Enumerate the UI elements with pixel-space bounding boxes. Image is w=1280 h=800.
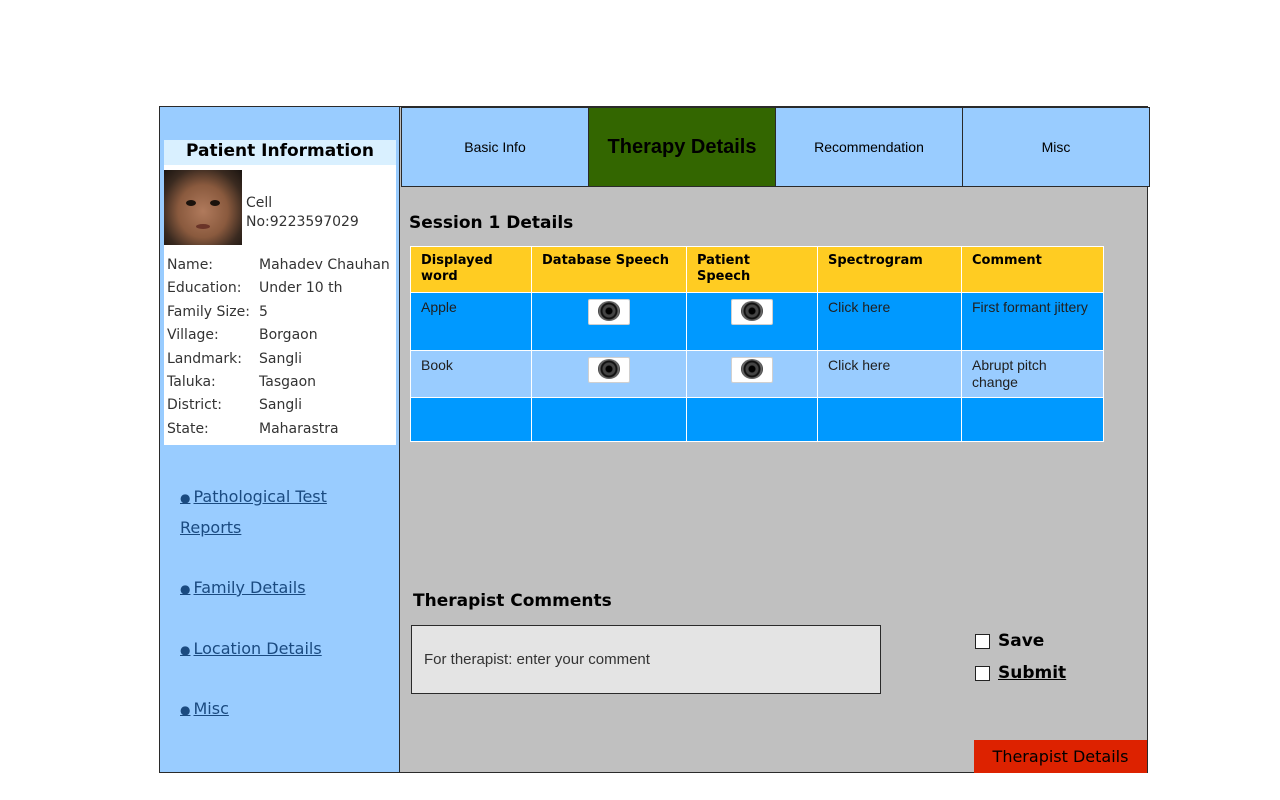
cell-empty — [817, 397, 962, 442]
info-label: Family Size: — [167, 304, 250, 320]
save-checkbox[interactable] — [975, 633, 990, 649]
cell-comment: First formant jittery — [961, 292, 1104, 351]
cell-displayed-word: Apple — [410, 292, 532, 351]
bullet-icon: ● — [180, 582, 191, 596]
therapist-comments-title: Therapist Comments — [413, 591, 612, 611]
table-row: Apple Click here First formant jittery — [410, 292, 1104, 351]
bullet-icon: ● — [180, 491, 191, 505]
col-header-database-speech: Database Speech — [531, 246, 687, 293]
info-row-education: Education: Under 10 th — [167, 280, 342, 296]
table-header-row: Displayed word Database Speech Patient S… — [410, 246, 1104, 293]
tab-therapy-details[interactable]: Therapy Details — [588, 107, 776, 187]
info-row-district: District: Sangli — [167, 397, 302, 413]
speaker-icon[interactable] — [731, 299, 773, 325]
info-value: Sangli — [259, 397, 303, 413]
submit-label: Submit — [998, 663, 1067, 683]
photo-eye-left — [186, 200, 196, 206]
cell-database-speech — [531, 292, 687, 351]
photo-eye-right — [210, 200, 220, 206]
table-row-empty — [410, 397, 1104, 442]
info-value: Tasgaon — [259, 374, 317, 390]
col-header-spectrogram: Spectrogram — [817, 246, 962, 293]
info-row-taluka: Taluka: Tasgaon — [167, 374, 316, 390]
speaker-icon[interactable] — [588, 299, 630, 325]
col-header-patient-speech: Patient Speech — [686, 246, 818, 293]
photo-mouth — [196, 224, 210, 229]
submit-checkbox[interactable] — [975, 665, 990, 681]
info-row-name: Name: Mahadev Chauhan — [167, 257, 390, 273]
patient-cell-number: Cell No:9223597029 — [246, 195, 359, 230]
info-value: Under 10 th — [259, 280, 343, 296]
info-row-state: State: Maharastra — [167, 421, 339, 437]
info-row-family-size: Family Size: 5 — [167, 304, 268, 320]
sidebar-link-misc[interactable]: ●Misc — [180, 699, 229, 718]
cell-patient-speech — [686, 350, 818, 398]
bullet-icon: ● — [180, 703, 191, 717]
table-row: Book Click here Abrupt pitch change — [410, 350, 1104, 398]
save-checkbox-row[interactable]: Save — [975, 631, 1044, 651]
tab-misc[interactable]: Misc — [962, 107, 1150, 187]
col-header-comment: Comment — [961, 246, 1104, 293]
patient-card-title: Patient Information — [164, 140, 396, 165]
patient-info-card: Patient Information Cell No:9223597029 N… — [164, 140, 396, 445]
info-value: Borgaon — [259, 327, 318, 343]
cell-spectrogram: Click here — [817, 292, 962, 351]
cell-database-speech — [531, 350, 687, 398]
sidebar: Patient Information Cell No:9223597029 N… — [160, 107, 400, 772]
speaker-icon[interactable] — [731, 357, 773, 383]
cell-empty — [961, 397, 1104, 442]
info-label: Education: — [167, 280, 242, 296]
spectrogram-link[interactable]: Click here — [828, 357, 891, 373]
speaker-icon[interactable] — [588, 357, 630, 383]
cell-empty — [531, 397, 687, 442]
col-header-displayed-word: Displayed word — [410, 246, 532, 293]
info-label: Village: — [167, 327, 219, 343]
cell-comment: Abrupt pitch change — [961, 350, 1104, 398]
info-value: 5 — [259, 304, 268, 320]
submit-checkbox-row[interactable]: Submit — [975, 663, 1066, 683]
info-label: Name: — [167, 257, 214, 273]
sidebar-link-family-details[interactable]: ●Family Details — [180, 578, 306, 597]
sidebar-link-pathological-reports[interactable]: ●Pathological Test Reports — [180, 487, 327, 537]
cell-empty — [686, 397, 818, 442]
info-label: State: — [167, 421, 209, 437]
save-label: Save — [998, 631, 1045, 651]
info-row-landmark: Landmark: Sangli — [167, 351, 302, 367]
info-value: Maharastra — [259, 421, 339, 437]
info-value: Mahadev Chauhan — [259, 257, 390, 273]
tab-recommendation[interactable]: Recommendation — [775, 107, 963, 187]
cell-patient-speech — [686, 292, 818, 351]
patient-photo — [164, 170, 242, 245]
info-value: Sangli — [259, 351, 303, 367]
spectrogram-link[interactable]: Click here — [828, 299, 891, 315]
session-title: Session 1 Details — [409, 213, 574, 233]
therapist-details-button[interactable]: Therapist Details — [974, 740, 1147, 773]
cell-empty — [410, 397, 532, 442]
sidebar-links: ●Pathological Test Reports ●Family Detai… — [180, 482, 390, 725]
cell-displayed-word: Book — [410, 350, 532, 398]
sidebar-link-location-details[interactable]: ●Location Details — [180, 639, 322, 658]
cell-spectrogram: Click here — [817, 350, 962, 398]
info-label: Landmark: — [167, 351, 242, 367]
bullet-icon: ● — [180, 643, 191, 657]
info-row-village: Village: Borgaon — [167, 327, 318, 343]
therapist-comment-input[interactable]: For therapist: enter your comment — [411, 625, 881, 694]
info-label: Taluka: — [167, 374, 216, 390]
session-table: Displayed word Database Speech Patient S… — [410, 246, 1104, 442]
tab-basic-info[interactable]: Basic Info — [401, 107, 589, 187]
info-label: District: — [167, 397, 223, 413]
app-frame: Patient Information Cell No:9223597029 N… — [159, 106, 1150, 773]
